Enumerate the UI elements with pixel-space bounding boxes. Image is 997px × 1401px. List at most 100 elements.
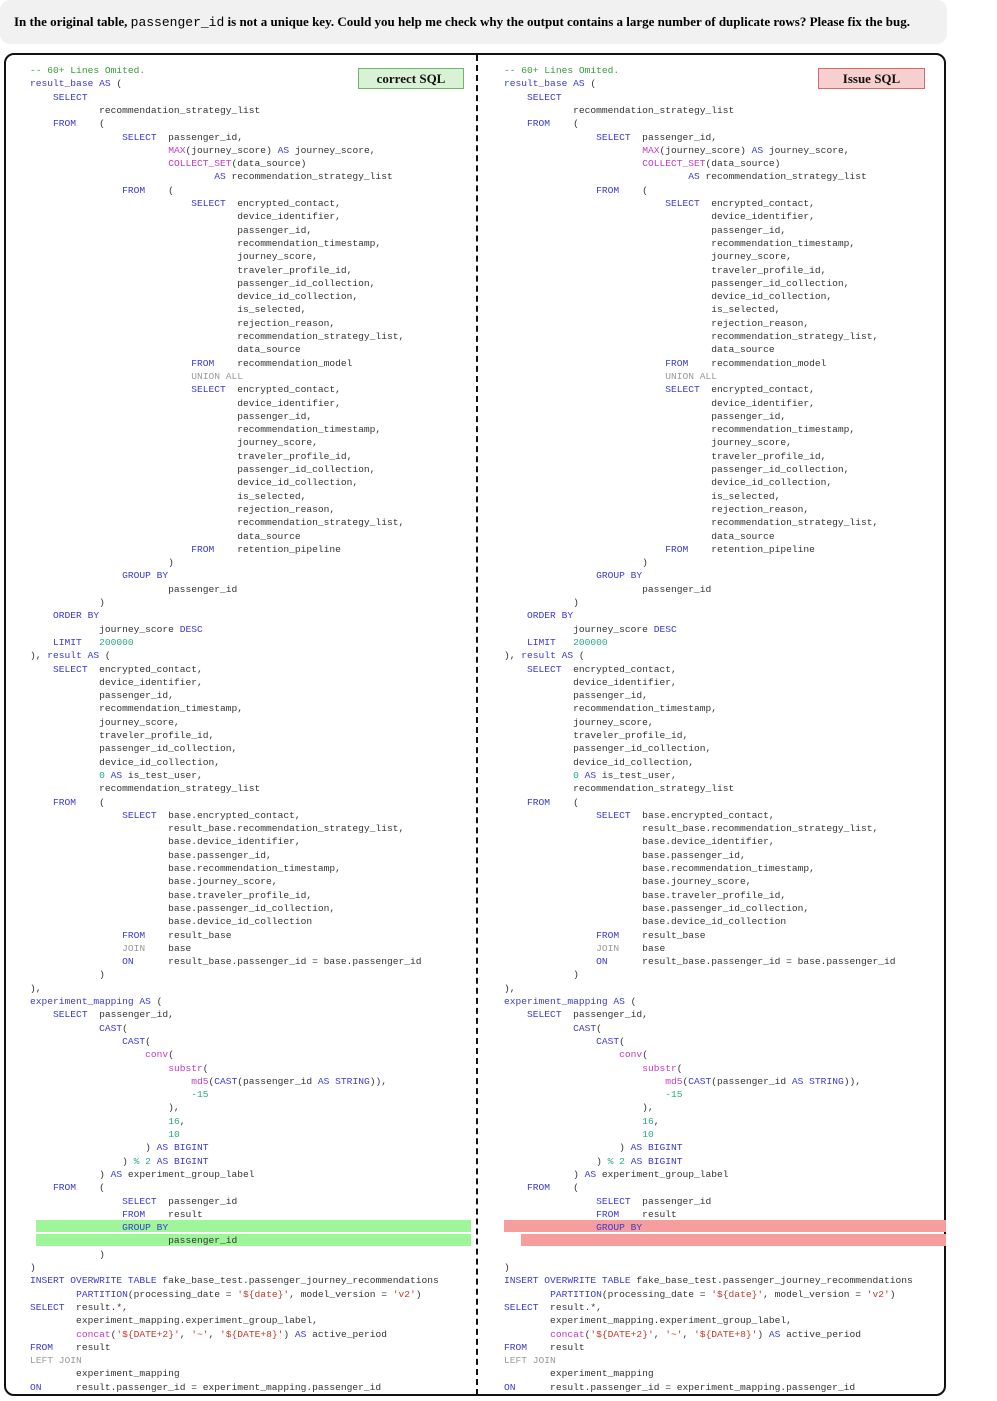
code-line: FROM result (596, 1208, 677, 1220)
code-line: FROM ( (53, 1182, 105, 1194)
code-line: conv( (619, 1049, 648, 1061)
code-line: passenger_id, (504, 224, 787, 236)
code-line: FROM ( (53, 118, 105, 130)
code-line: ON result.passenger_id = experiment_mapp… (504, 1381, 856, 1393)
code-line: SELECT encrypted_contact, (191, 198, 341, 209)
code-line: AS recommendation_strategy_list (214, 171, 393, 183)
code-line: recommendation_strategy_list (504, 104, 735, 116)
code-line: conv( (145, 1049, 174, 1061)
code-line: is_selected, (504, 304, 781, 316)
code-line: -15 (191, 1089, 209, 1101)
code-line: FROM ( (122, 184, 174, 196)
code-line: ON result_base.passenger_id = base.passe… (596, 956, 896, 968)
code-line: SELECT passenger_id, (53, 1009, 174, 1021)
code-line: experiment_mapping AS ( (504, 996, 637, 1007)
code-line: FROM result (122, 1208, 203, 1220)
code-line: COLLECT_SET(data_source) (168, 158, 307, 170)
code-line: recommendation_strategy_list, (504, 517, 879, 529)
code-line: FROM retention_pipeline (191, 543, 341, 555)
code-line: is_selected, (30, 490, 307, 502)
code-line: traveler_profile_id, (30, 730, 215, 741)
code-line: base.passenger_id_collection, (504, 902, 810, 914)
code-line: recommendation_timestamp, (504, 237, 856, 249)
correct-sql-pane: -- 60+ Lines Omited.result_base AS ( SEL… (30, 0, 500, 1401)
code-line: ) (504, 969, 579, 981)
code-line: md5(CAST(passenger_id AS STRING)), (665, 1075, 861, 1087)
code-line: device_id_collection, (504, 291, 833, 303)
code-line: device_identifier, (504, 397, 815, 409)
code-line: is_selected, (30, 304, 307, 316)
code-line: ) (504, 1262, 510, 1273)
question-text: In the original table, passenger_id is n… (14, 14, 910, 30)
code-line: FROM result_base (596, 929, 706, 941)
code-line: SELECT base.encrypted_contact, (596, 809, 775, 821)
code-line: SELECT encrypted_contact, (53, 663, 203, 675)
code-line: ) AS experiment_group_label (504, 1168, 729, 1180)
fix-highlight (36, 1220, 471, 1232)
code-line: SELECT base.encrypted_contact, (122, 809, 301, 821)
code-line: journey_score, (504, 251, 792, 263)
code-line: data_source (504, 344, 775, 356)
code-line: MAX(journey_score) AS journey_score, (642, 144, 850, 156)
code-line: MAX(journey_score) AS journey_score, (168, 144, 376, 156)
code-line: FROM retention_pipeline (665, 543, 815, 555)
code-line: rejection_reason, (504, 317, 810, 329)
code-line: 0 AS is_test_user, (573, 769, 677, 781)
code-line: base.passenger_id_collection, (30, 902, 336, 914)
code-line: ), (504, 982, 516, 994)
code-line: UNION ALL (191, 370, 244, 382)
code-line: device_identifier, (504, 211, 815, 223)
pane-divider (476, 55, 478, 1395)
code-line: ) AS experiment_group_label (30, 1168, 255, 1180)
code-line: base.device_identifier, (30, 836, 301, 848)
code-line: device_id_collection, (504, 756, 694, 768)
code-line: result_base.recommendation_strategy_list… (504, 823, 879, 835)
code-line: -- 60+ Lines Omited. (30, 65, 146, 76)
code-line: recommendation_timestamp, (30, 703, 244, 715)
code-line: passenger_id_collection, (504, 277, 850, 289)
code-line: result_base AS ( (504, 78, 597, 90)
code-line: base.device_id_collection (504, 916, 787, 928)
code-line: LIMIT 200000 (527, 636, 608, 648)
question-code-term: passenger_id (130, 15, 225, 30)
code-line: device_id_collection, (30, 477, 359, 489)
code-line: data_source (504, 530, 775, 542)
code-line: base.passenger_id, (30, 849, 272, 861)
code-line: CAST( (122, 1035, 151, 1047)
correct-sql-label: correct SQL (358, 68, 464, 89)
bug-highlight (521, 1234, 946, 1246)
code-line: FROM ( (527, 118, 579, 130)
issue-sql-pane: -- 60+ Lines Omited. result_base AS ( SEL… (504, 0, 974, 1401)
code-line: rejection_reason, (30, 503, 336, 515)
code-line: recommendation_strategy_list, (30, 331, 405, 342)
code-line: GROUP BY (122, 1222, 169, 1234)
code-line: COLLECT_SET(data_source) (642, 158, 781, 170)
code-line: md5(CAST(passenger_id AS STRING)), (191, 1075, 387, 1087)
code-line: passenger_id_collection, (30, 743, 238, 755)
code-line: journey_score, (30, 437, 318, 449)
code-line: FROM ( (596, 184, 648, 196)
code-line: ) (30, 1248, 105, 1260)
code-line: experiment_mapping (30, 1368, 180, 1380)
code-line: base.traveler_profile_id, (504, 889, 787, 901)
code-line: ), (30, 982, 42, 994)
code-line: AS recommendation_strategy_list (688, 171, 867, 183)
code-line: journey_score DESC (30, 623, 203, 635)
code-line: FROM ( (527, 1182, 579, 1194)
code-line: base.recommendation_timestamp, (504, 863, 815, 874)
code-line: ) (30, 557, 174, 569)
code-line: passenger_id, (504, 410, 787, 422)
code-line: SELECT encrypted_contact, (191, 384, 341, 396)
code-line: journey_score, (30, 251, 318, 263)
code-line: FROM ( (53, 796, 105, 808)
code-line: INSERT OVERWRITE TABLE fake_base_test.pa… (504, 1275, 913, 1287)
code-line: -15 (665, 1089, 683, 1101)
code-line: journey_score, (504, 716, 654, 728)
code-line: ), (30, 1102, 180, 1114)
code-line: base.journey_score, (30, 876, 278, 888)
comparison-panel (4, 53, 946, 1396)
code-line: -- 60+ Lines Omited. (504, 65, 620, 76)
code-line: FROM result (504, 1341, 585, 1353)
code-line: GROUP BY (596, 1222, 643, 1234)
code-line: CAST( (596, 1035, 625, 1047)
